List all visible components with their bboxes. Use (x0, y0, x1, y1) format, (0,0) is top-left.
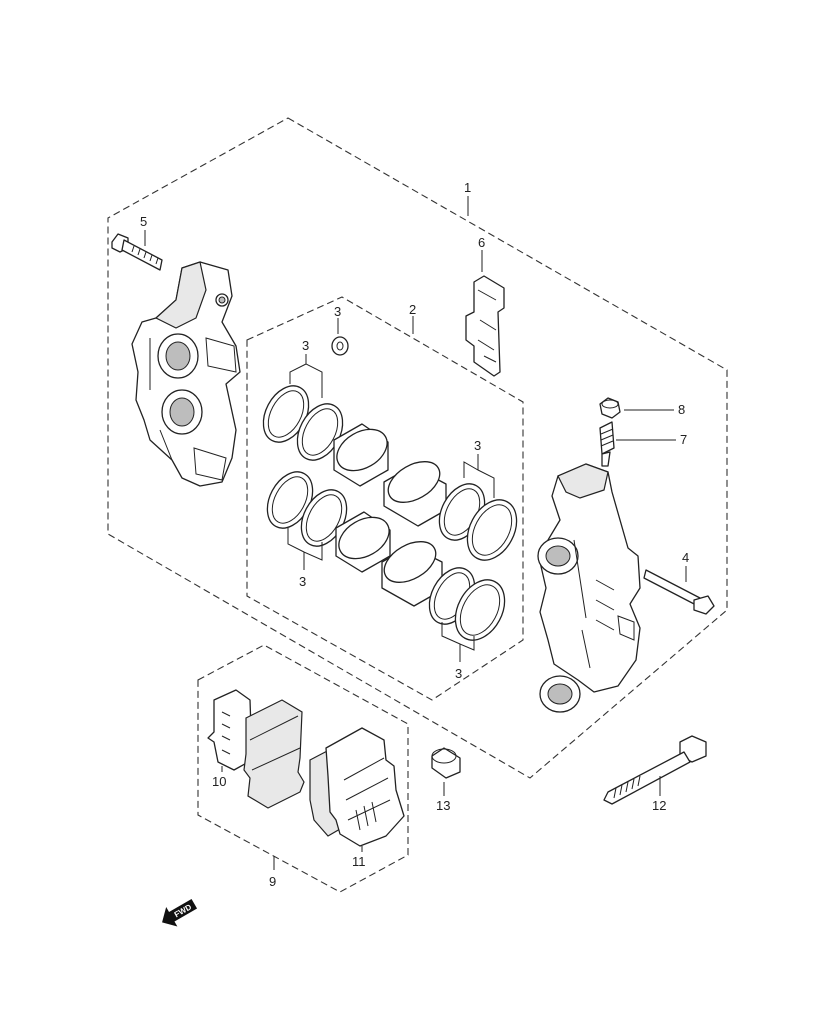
callout-7: 7 (680, 432, 687, 447)
right-caliper-half (537, 463, 641, 713)
callout-3-lower-left-seals: 3 (299, 574, 306, 589)
caliper-bolt-part-5 (111, 233, 163, 271)
bushing-part-13 (431, 747, 461, 779)
callout-1: 1 (464, 180, 471, 195)
lower-right-seals (428, 567, 506, 641)
upper-left-seals (262, 385, 344, 461)
callout-8: 8 (678, 402, 685, 417)
bleeder-valve-part-7 (599, 421, 615, 467)
bleeder-cap-part-8 (599, 397, 621, 419)
callout-12: 12 (652, 798, 666, 813)
callout-6: 6 (478, 235, 485, 250)
callout-3-lower-right-seals: 3 (455, 666, 462, 681)
callout-3-upper-left-seals: 3 (302, 338, 309, 353)
mounting-bolt-part-12 (603, 735, 707, 805)
forward-arrow-icon: FWD (162, 898, 198, 927)
left-caliper-half (131, 261, 241, 487)
lower-left-seals (266, 471, 348, 547)
callout-10: 10 (212, 774, 226, 789)
pad-spring-part-6 (465, 275, 505, 377)
leader-lines (144, 196, 687, 870)
callout-11: 11 (352, 854, 366, 869)
pad-set-frame (197, 644, 409, 893)
piston-upper-right (383, 461, 447, 527)
washer-part-3 (331, 336, 349, 356)
callout-5: 5 (140, 214, 147, 229)
pad-pin-part-4 (643, 569, 715, 615)
callout-3-washer: 3 (334, 304, 341, 319)
upper-right-seals (438, 483, 518, 561)
piston-seal-kit-frame (246, 296, 524, 701)
callout-labels: 1 2 3 3 3 3 3 4 5 6 7 8 9 10 11 12 13 (140, 180, 689, 889)
piston-upper-left (333, 423, 389, 487)
callout-9: 9 (269, 874, 276, 889)
callout-2: 2 (409, 302, 416, 317)
callout-3-upper-right-seals: 3 (474, 438, 481, 453)
brake-pad-part-11 (309, 727, 405, 847)
callout-4: 4 (682, 550, 689, 565)
brake-pad-shim-part-10 (207, 689, 305, 809)
caliper-assembly-frame (107, 117, 728, 779)
callout-13: 13 (436, 798, 450, 813)
